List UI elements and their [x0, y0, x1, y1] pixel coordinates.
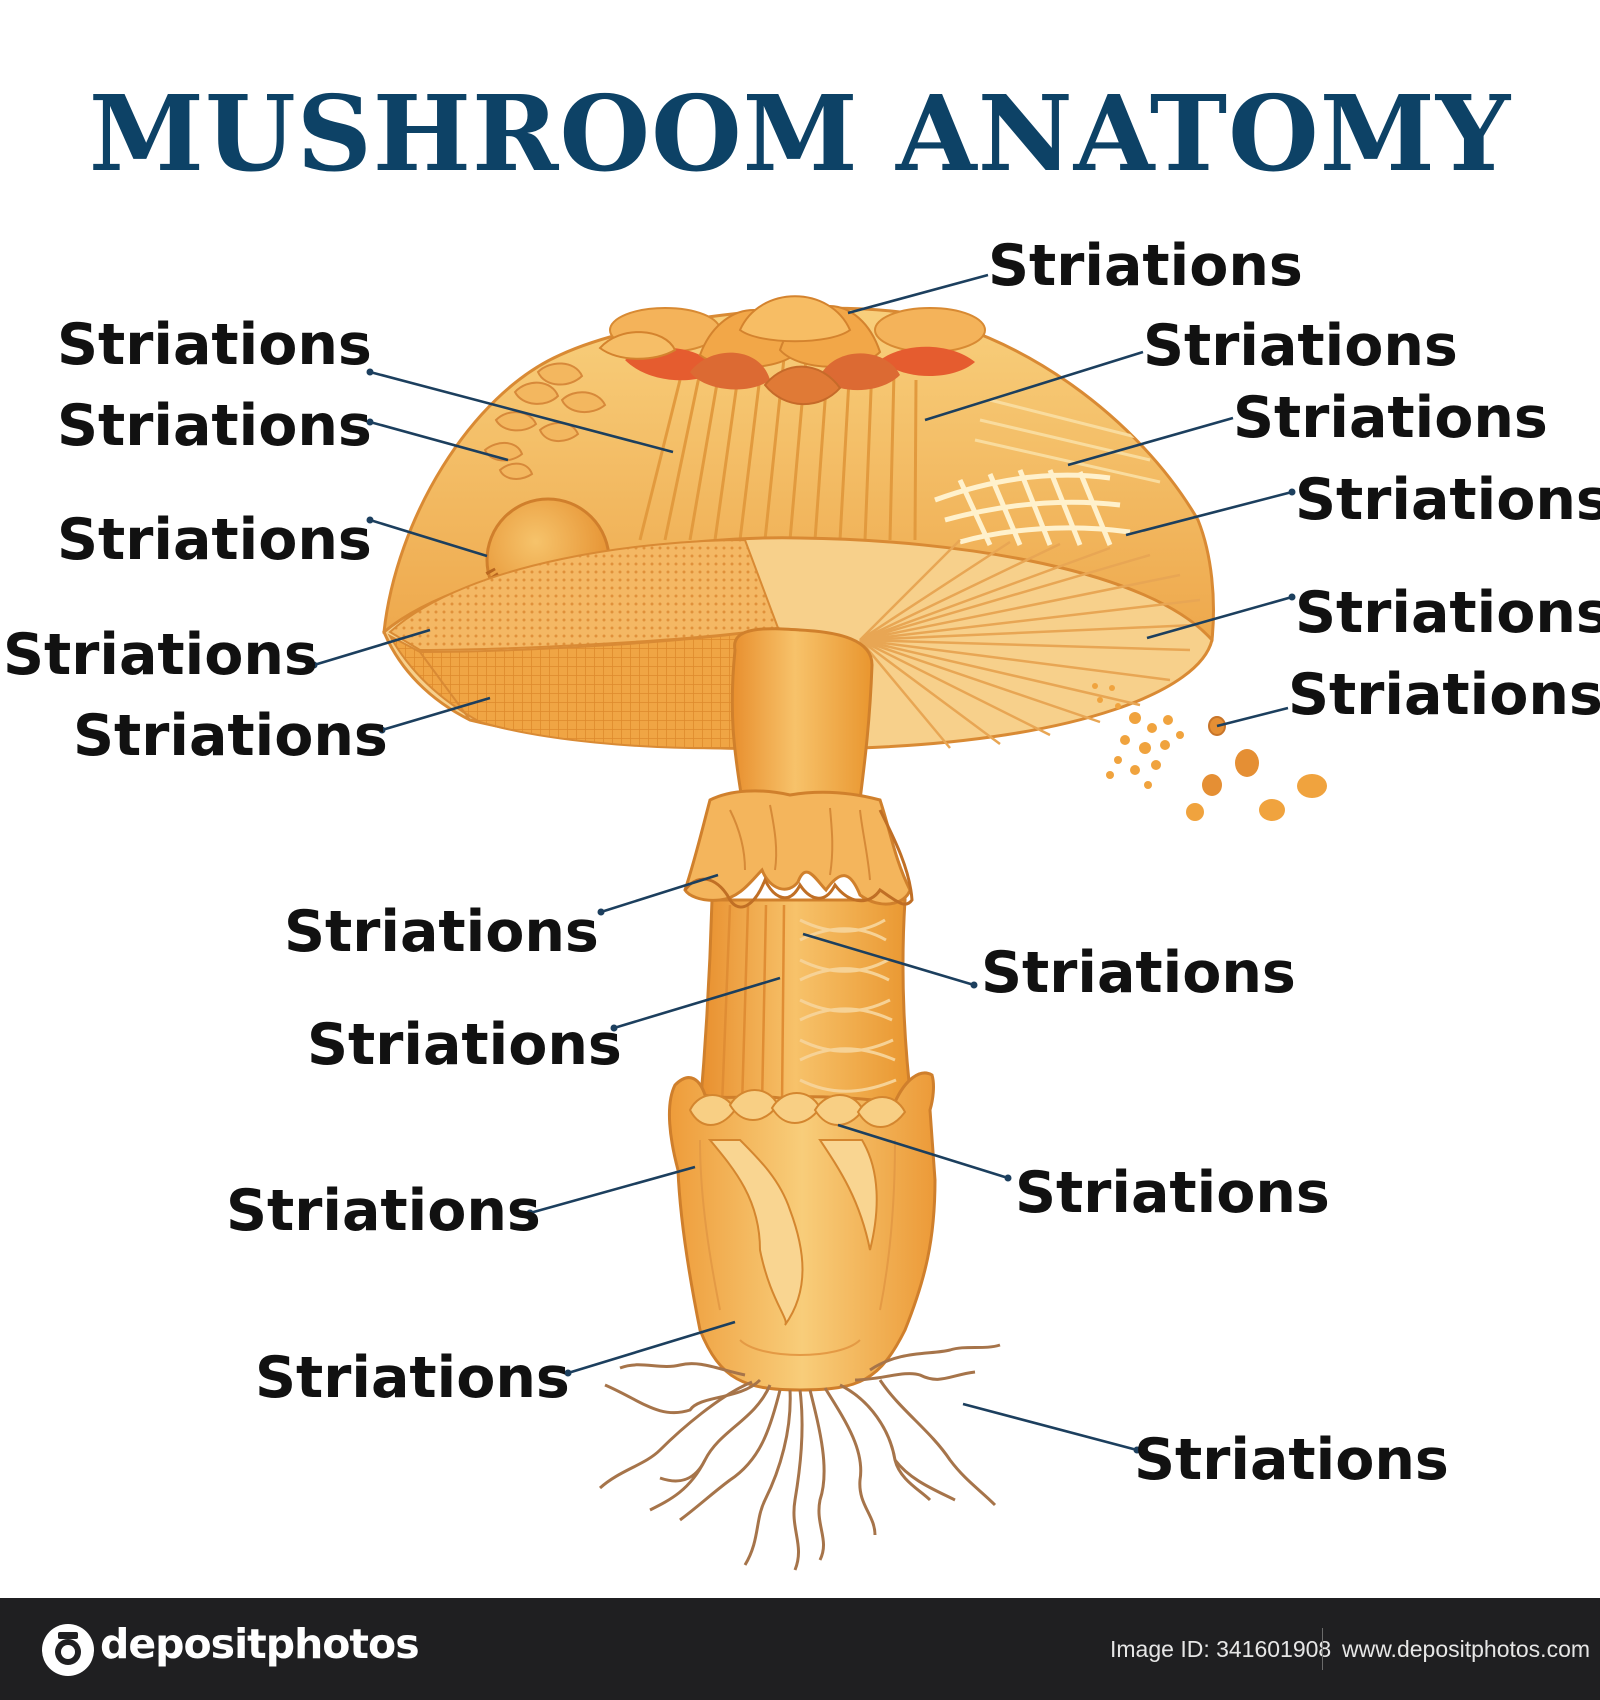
label-stem-base: Striations [255, 1345, 570, 1411]
label-cap-net-pattern: Striations [1295, 467, 1600, 533]
label-ring: Striations [284, 899, 599, 965]
volva [667, 1071, 937, 1392]
label-cap-small-warts: Striations [57, 393, 372, 459]
image-id-text: Image ID: 341601908 [1110, 1636, 1332, 1662]
footer-divider [1322, 1628, 1323, 1670]
cap-grid-section [387, 626, 780, 750]
label-mycelium: Striations [1134, 1427, 1449, 1493]
ring [683, 789, 914, 909]
label-spores: Striations [1288, 662, 1600, 728]
mushroom-diagram [310, 273, 1327, 1571]
label-cap-grid-section: Striations [73, 703, 388, 769]
label-cap-large-wart: Striations [57, 507, 372, 573]
watermark-footer: depositphotos Image ID: 341601908 www.de… [0, 1598, 1600, 1700]
label-cap-striations-left: Striations [57, 312, 372, 378]
cap-small-warts [483, 362, 607, 480]
cap-top-scales [598, 295, 986, 406]
label-cap-fine-lines: Striations [1233, 385, 1548, 451]
leader-lines [313, 273, 1293, 1452]
label-cap-top-scales: Striations [988, 233, 1303, 299]
cap-net-pattern [934, 469, 1131, 547]
label-stem-striations: Striations [307, 1012, 622, 1078]
label-volva-right: Striations [1015, 1160, 1330, 1226]
label-cap-gills: Striations [1295, 580, 1600, 646]
cap-dotted-section [388, 538, 780, 652]
cap-gills [859, 539, 1201, 749]
spores [1092, 683, 1327, 821]
camera-icon [42, 1624, 94, 1676]
label-volva-left: Striations [226, 1178, 541, 1244]
label-cap-dotted-section: Striations [3, 622, 318, 688]
label-stem-net: Striations [981, 940, 1296, 1006]
mycelium [598, 1343, 1001, 1571]
label-cap-dome: Striations [1143, 313, 1458, 379]
brand-name: depositphotos [100, 1620, 420, 1668]
site-url-link[interactable]: www.depositphotos.com [1342, 1636, 1591, 1662]
stem-upper [730, 627, 874, 802]
diagram-title: MUSHROOM ANATOMY [88, 72, 1512, 195]
